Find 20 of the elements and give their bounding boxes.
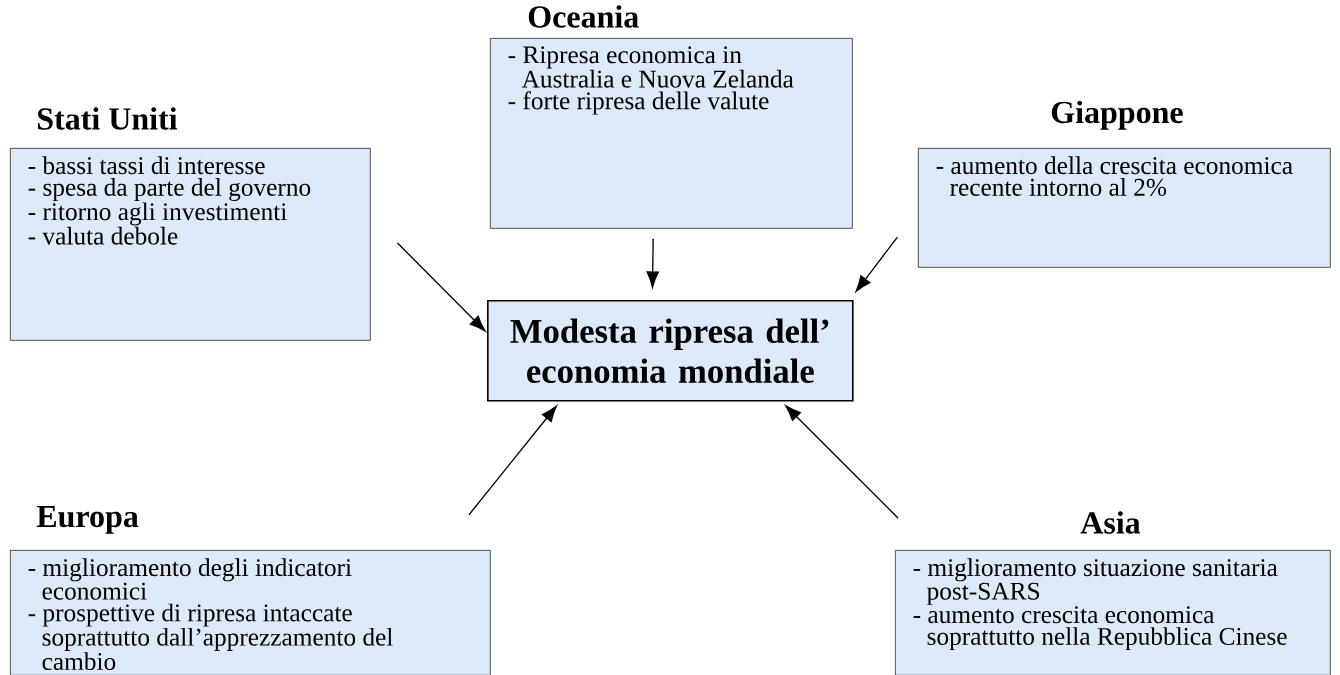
arrow bbox=[785, 405, 899, 519]
arrow bbox=[468, 405, 557, 516]
region-box: - miglioramento situazione sanitaria post-SARS - aumento crescita economica soprattutto nella Repubblica Cinese bbox=[895, 550, 1331, 675]
arrow bbox=[646, 238, 659, 288]
region-box: - Ripresa economica in Australia e Nuova Zelanda - forte ripresa delle valute bbox=[490, 38, 853, 229]
arrow bbox=[855, 236, 899, 292]
region-heading: Oceania bbox=[528, 5, 639, 28]
region-heading: Giappone bbox=[1051, 100, 1183, 130]
region-box: - miglioramento degli indicatori economici - prospettive di ripresa intaccate soprattutto dall’apprezzamento del cambio bbox=[10, 550, 491, 675]
node-label: - ritorno agli investimenti bbox=[28, 202, 287, 226]
node-label: - bassi tassi di interesse bbox=[28, 156, 265, 175]
region-box: - bassi tassi di interesse - spesa da parte del governo - ritorno agli investimenti - valuta debole bbox=[10, 148, 371, 341]
center-box: Modesta ripresa dell’ economia mondiale bbox=[487, 300, 854, 402]
arrow bbox=[396, 242, 486, 332]
region-heading: Europa bbox=[36, 505, 139, 534]
region-box: - aumento della crescita economica recente intorno al 2% bbox=[918, 148, 1331, 268]
region-heading: Stati Uniti bbox=[37, 107, 178, 130]
region-heading: Asia bbox=[1080, 511, 1141, 534]
node-label: - spesa da parte del governo bbox=[28, 178, 311, 202]
node-label: - valuta debole bbox=[28, 226, 178, 245]
